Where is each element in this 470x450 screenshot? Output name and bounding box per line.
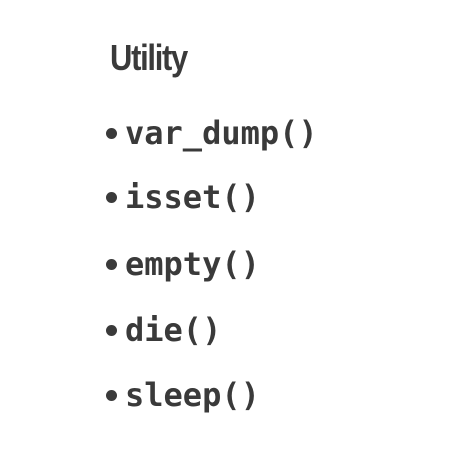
- list-item: empty(): [106, 244, 260, 284]
- bullet-dot-icon: [106, 324, 117, 336]
- function-name: isset(): [125, 178, 260, 216]
- bullet-dot-icon: [106, 258, 117, 270]
- bullet-dot-icon: [106, 127, 117, 139]
- list-item: var_dump(): [106, 113, 318, 153]
- list-item: isset(): [106, 177, 260, 217]
- bullet-dot-icon: [106, 389, 117, 401]
- list-item: die(): [106, 310, 221, 350]
- slide-heading: Utility: [110, 37, 188, 78]
- function-name: empty(): [125, 245, 260, 283]
- function-name: sleep(): [125, 376, 260, 414]
- list-item: sleep(): [106, 375, 260, 415]
- bullet-dot-icon: [106, 191, 117, 203]
- function-name: die(): [125, 311, 222, 349]
- function-name: var_dump(): [125, 114, 318, 152]
